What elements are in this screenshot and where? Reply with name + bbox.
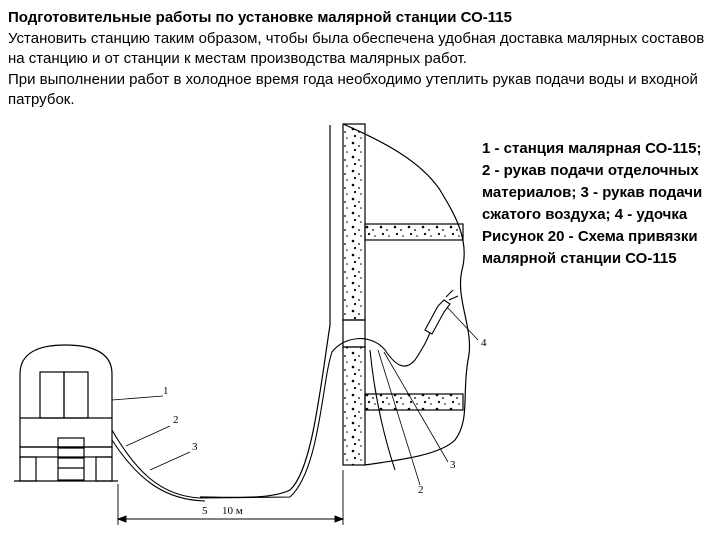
- station-body: [19, 344, 113, 448]
- building-section: [199, 123, 470, 499]
- label-rod: 4: [481, 337, 487, 349]
- floor-slab-lower: [364, 393, 464, 411]
- label-hose-2-building: 2: [418, 484, 424, 496]
- paragraph-winter: При выполнении работ в холодное время го…: [8, 70, 698, 109]
- dimension-line: [116, 470, 345, 525]
- window-sill: [342, 319, 366, 348]
- wall-column-lower: [342, 346, 366, 466]
- wall-column-upper: [342, 123, 366, 321]
- leader-lines: [111, 306, 479, 486]
- dimension-min: 5: [202, 505, 208, 517]
- label-air-hose: 3: [192, 441, 198, 453]
- paragraph-placement: Установить станцию таким образом, чтобы …: [8, 29, 705, 68]
- intro-text: Подготовительные работы по установке мал…: [8, 8, 712, 111]
- air-hose: [111, 439, 206, 502]
- caption-line: сжатого воздуха; 4 - удочка: [482, 206, 688, 223]
- station-door-right: [63, 371, 89, 419]
- figure-caption: 1 - станция малярная СО-115; 2 - рукав п…: [482, 138, 716, 270]
- station-door-left: [39, 371, 65, 419]
- hoses: [111, 289, 459, 502]
- floor-slab-upper: [364, 223, 464, 241]
- caption-line: материалов; 3 - рукав подачи: [482, 184, 703, 201]
- label-station: 1: [163, 385, 169, 397]
- label-hose-3-building: 3: [450, 459, 456, 471]
- caption-line: малярной станции СО-115: [482, 250, 677, 267]
- station-steps: [57, 437, 85, 481]
- station-wheel-left: [19, 456, 37, 482]
- spray-rod: [424, 299, 451, 335]
- dimension-max: 10 м: [222, 505, 243, 517]
- label-material-hose: 2: [173, 414, 179, 426]
- break-line: [342, 123, 470, 466]
- station-chassis: [19, 446, 113, 458]
- caption-line: 1 - станция малярная СО-115;: [482, 140, 702, 157]
- painting-station: [14, 344, 118, 482]
- wall-ground-curve: [199, 324, 331, 499]
- material-hose: [111, 324, 433, 499]
- caption-line: Рисунок 20 - Схема привязки: [482, 228, 698, 245]
- caption-line: 2 - рукав подачи отделочных: [482, 162, 699, 179]
- station-wheel-right: [95, 456, 113, 482]
- page-title: Подготовительные работы по установке мал…: [8, 9, 512, 26]
- hose-under-floor: [369, 349, 396, 471]
